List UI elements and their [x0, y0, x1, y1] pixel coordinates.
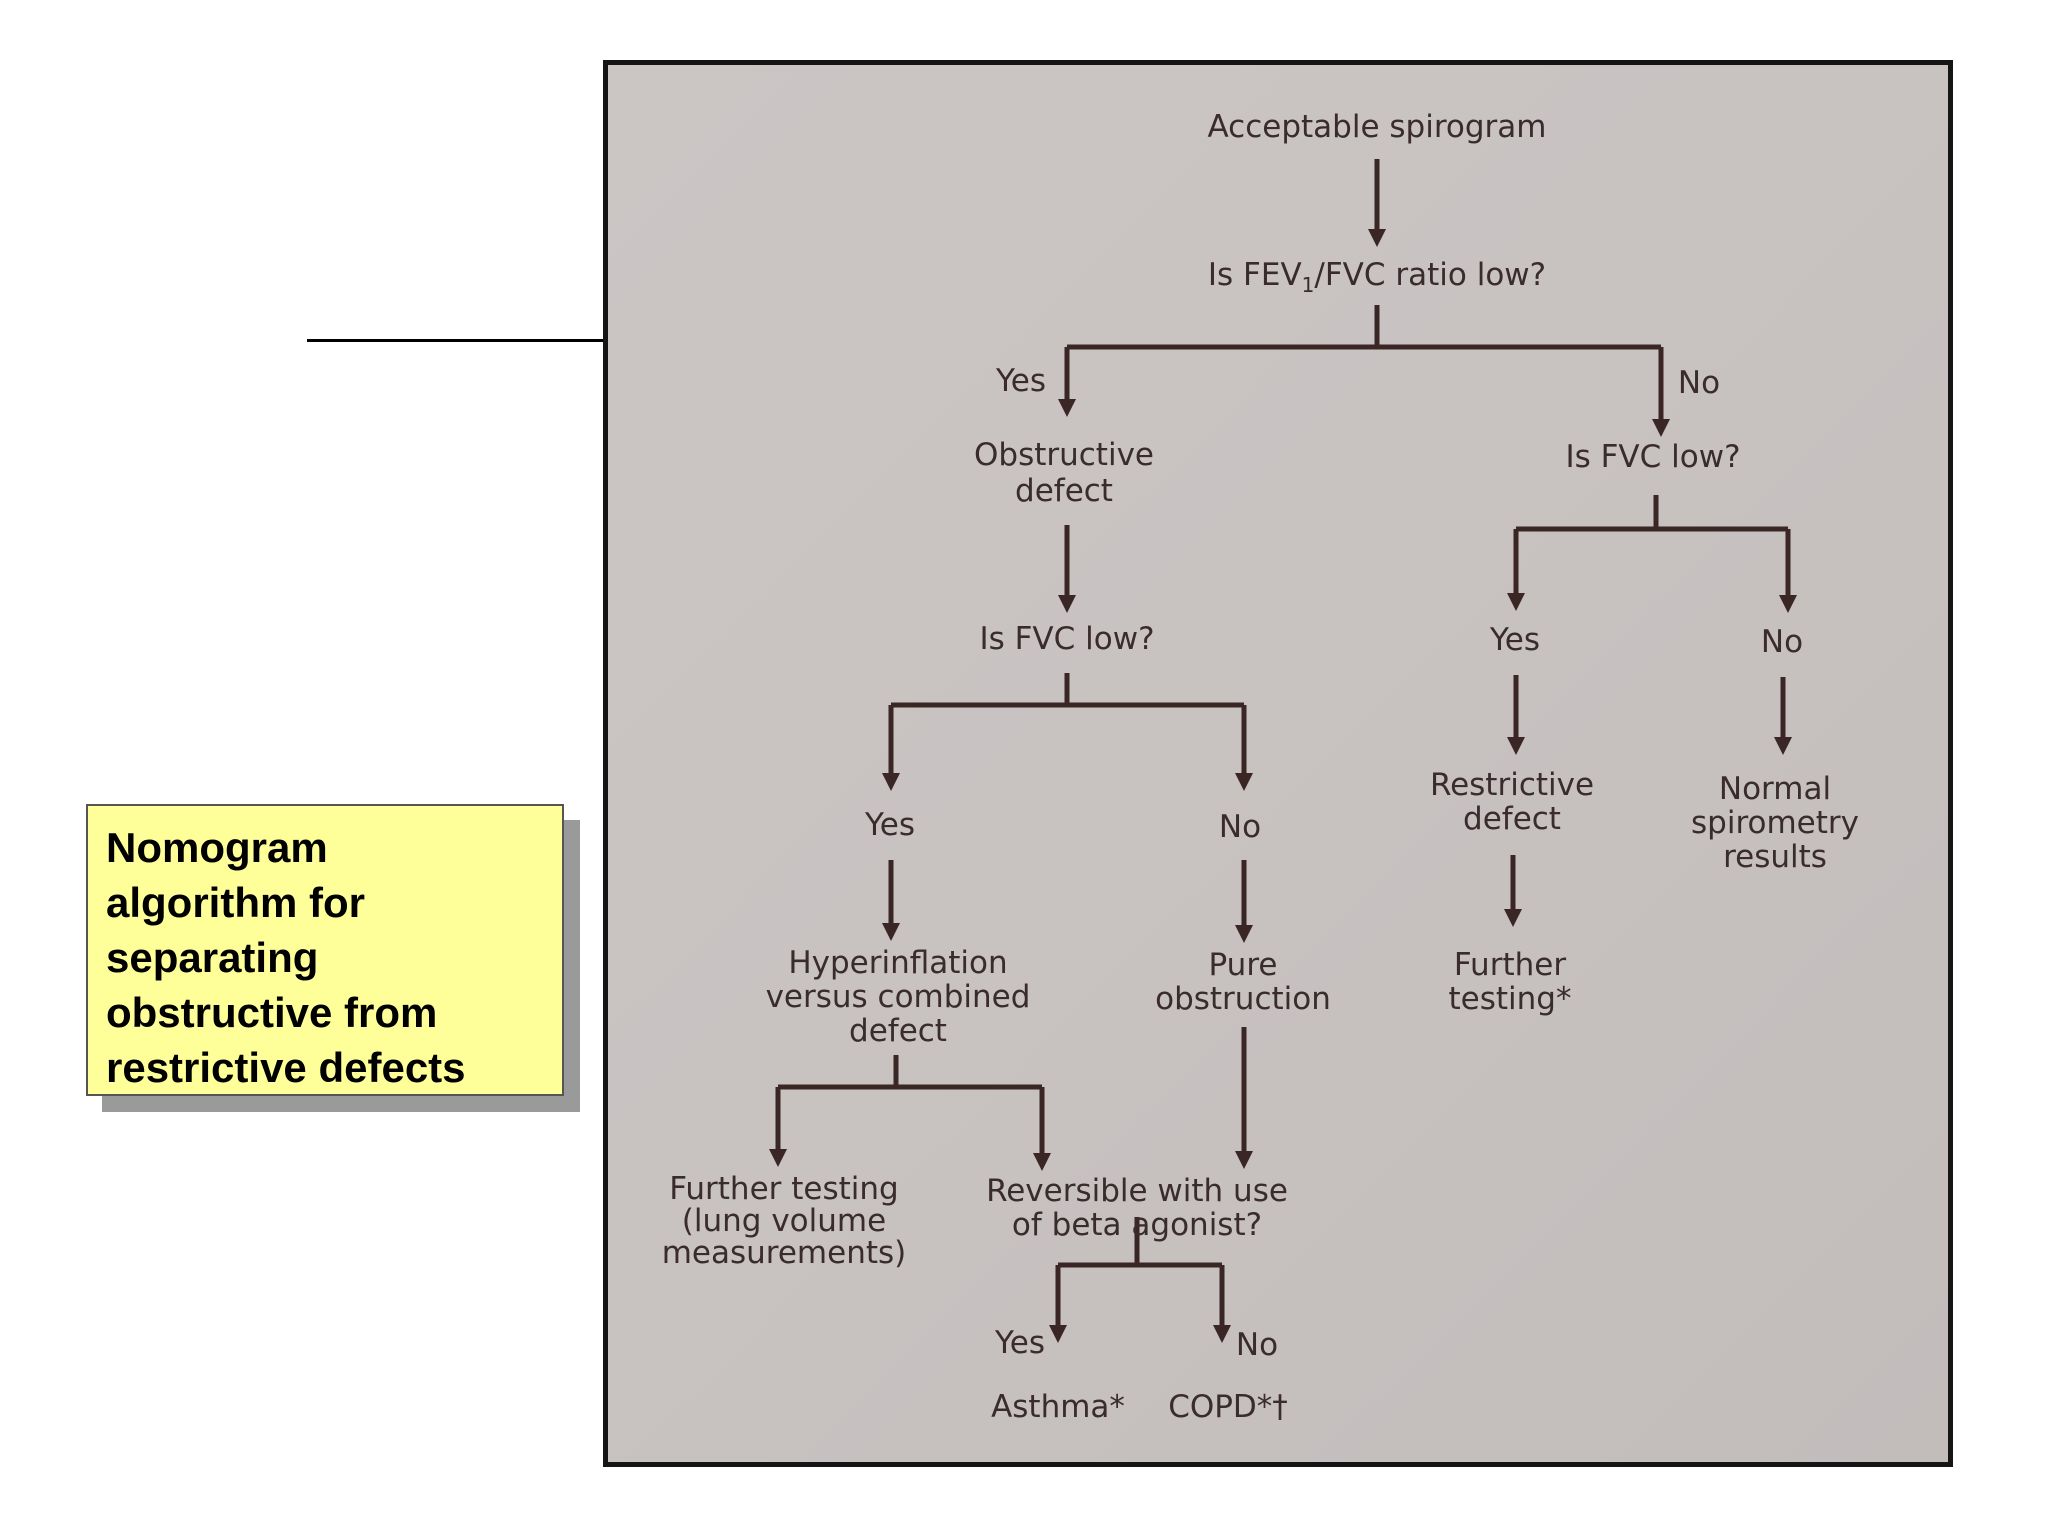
- node-reversible-question: Reversible with use of beta agonist?: [986, 1173, 1288, 1243]
- branch-label: No: [1236, 1327, 1278, 1363]
- node-label: measurements): [662, 1235, 907, 1271]
- node-label: Acceptable spirogram: [1208, 109, 1547, 145]
- edge-hyperinflation-branch: [769, 1055, 1051, 1171]
- edge-yes-to-restrictive: [1507, 675, 1525, 755]
- label-reversible-no: No: [1236, 1327, 1278, 1363]
- leader-line: [307, 339, 605, 342]
- node-acceptable-spirogram: Acceptable spirogram: [1208, 109, 1547, 145]
- node-fvc-low-left: Is FVC low?: [979, 621, 1154, 657]
- node-label: (lung volume: [682, 1203, 886, 1239]
- node-label: Reversible with use: [986, 1173, 1288, 1209]
- node-ratio-question: Is FEV1/FVC ratio low?: [1208, 257, 1546, 297]
- edge-yes-to-hyperinflation: [882, 860, 900, 941]
- branch-label: No: [1678, 365, 1720, 401]
- edge-reversible-branch: [1049, 1217, 1231, 1343]
- node-restrictive-defect: Restrictive defect: [1430, 767, 1594, 837]
- label-right-no: No: [1761, 624, 1803, 660]
- edge-pure-to-reversible: [1235, 1027, 1253, 1169]
- node-label: Is FVC low?: [1565, 439, 1740, 475]
- node-label: Pure: [1209, 947, 1278, 983]
- label-ratio-no: No: [1678, 365, 1720, 401]
- branch-label: Yes: [864, 807, 915, 843]
- node-further-testing-right: Further testing*: [1449, 947, 1572, 1017]
- branch-label: Yes: [995, 363, 1046, 399]
- edge-start-to-ratio: [1368, 159, 1386, 247]
- node-label: Asthma*: [991, 1389, 1125, 1425]
- edge-no-to-pure: [1235, 860, 1253, 943]
- branch-label: Yes: [994, 1325, 1045, 1361]
- flowchart-photo: Acceptable spirogram Is FEV1/FVC ratio l…: [603, 60, 1953, 1467]
- node-label: Is FEV1/FVC ratio low?: [1208, 257, 1546, 297]
- node-label: versus combined: [766, 979, 1031, 1015]
- node-asthma: Asthma*: [991, 1389, 1125, 1425]
- edge-ratio-branch: [1067, 305, 1661, 350]
- node-label: results: [1723, 839, 1827, 875]
- label-ratio-yes: Yes: [995, 363, 1046, 399]
- caption-line: obstructive from: [106, 989, 438, 1036]
- edge-ratio-yes: [1058, 347, 1076, 417]
- node-pure-obstruction: Pure obstruction: [1155, 947, 1331, 1017]
- edge-no-to-normal: [1774, 677, 1792, 755]
- node-label: testing*: [1449, 981, 1572, 1017]
- node-label: Restrictive: [1430, 767, 1594, 803]
- label-left-no: No: [1219, 809, 1261, 845]
- node-further-testing-lung: Further testing (lung volume measurement…: [662, 1171, 907, 1271]
- node-label: Further: [1454, 947, 1566, 983]
- caption-line: separating: [106, 934, 319, 981]
- node-label: obstruction: [1155, 981, 1331, 1017]
- node-label: Further testing: [669, 1171, 898, 1207]
- node-label: Normal: [1719, 771, 1831, 807]
- branch-label: No: [1219, 809, 1261, 845]
- edge-right-fvc-branch: [1507, 495, 1797, 613]
- caption-line: Nomogram: [106, 824, 328, 871]
- node-normal-spirometry: Normal spirometry results: [1691, 771, 1859, 875]
- node-label: defect: [849, 1013, 947, 1049]
- node-fvc-low-right: Is FVC low?: [1565, 439, 1740, 475]
- branch-label: Yes: [1489, 622, 1540, 658]
- node-label: spirometry: [1691, 805, 1859, 841]
- node-label: Obstructive: [974, 437, 1154, 473]
- node-label: defect: [1015, 473, 1113, 509]
- flowchart-diagram: Acceptable spirogram Is FEV1/FVC ratio l…: [662, 109, 1859, 1425]
- edge-ratio-no: [1652, 347, 1670, 437]
- caption-line: restrictive defects: [106, 1044, 466, 1091]
- node-label: defect: [1463, 801, 1561, 837]
- node-obstructive-defect: Obstructive defect: [974, 437, 1154, 509]
- caption-line: algorithm for: [106, 879, 365, 926]
- label-left-yes: Yes: [864, 807, 915, 843]
- node-hyperinflation: Hyperinflation versus combined defect: [766, 945, 1031, 1049]
- edge-obstructive-to-fvc: [1058, 525, 1076, 613]
- node-label: Hyperinflation: [788, 945, 1007, 981]
- label-right-yes: Yes: [1489, 622, 1540, 658]
- node-label: COPD*†: [1168, 1389, 1288, 1425]
- edge-fvc-left-branch: [882, 673, 1253, 791]
- branch-label: No: [1761, 624, 1803, 660]
- node-label: of beta agonist?: [1012, 1207, 1262, 1243]
- caption-box: Nomogram algorithm for separating obstru…: [86, 804, 564, 1096]
- label-reversible-yes: Yes: [994, 1325, 1045, 1361]
- node-label: Is FVC low?: [979, 621, 1154, 657]
- edge-restrictive-to-further: [1504, 855, 1522, 927]
- node-copd: COPD*†: [1168, 1389, 1288, 1425]
